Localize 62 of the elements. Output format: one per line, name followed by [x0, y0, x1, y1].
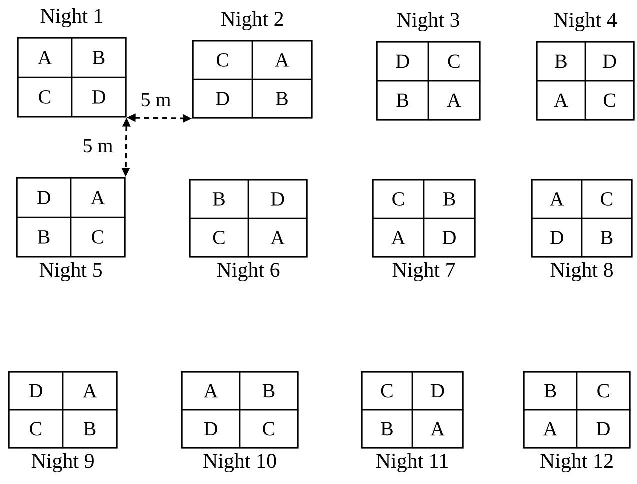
plot-cell: B: [423, 179, 476, 220]
plot-cell: B: [16, 216, 72, 258]
plot-cell: B: [361, 409, 414, 449]
node-label: Night 8: [550, 262, 613, 282]
plot-cell: D: [16, 177, 72, 218]
plot-cell: C: [576, 371, 631, 411]
plot-cell: C: [361, 371, 414, 411]
node-label: Night 7: [392, 262, 456, 282]
plot-cell: D: [71, 76, 127, 118]
plot-cell: B: [376, 80, 430, 121]
plot-cell: D: [412, 371, 464, 411]
plot-cell: A: [17, 37, 73, 78]
plot-cell: B: [536, 41, 586, 82]
plot-cell: C: [70, 216, 126, 258]
plot-cell: A: [523, 409, 578, 449]
plot-cell: C: [239, 409, 299, 449]
node-label: Night 3: [397, 12, 460, 32]
node-label: Night 1: [40, 8, 103, 28]
plot-cell: A: [412, 409, 464, 449]
plot-cell: A: [372, 218, 425, 258]
plot-cell: D: [576, 409, 631, 449]
plot-cell: C: [428, 41, 481, 82]
plot-cell: D: [192, 78, 254, 119]
plot-cell: B: [581, 218, 633, 258]
plot-cell: D: [181, 409, 241, 449]
plot-cell: A: [428, 80, 481, 121]
plot-cell: A: [181, 371, 241, 411]
node-label: Night 2: [221, 11, 284, 31]
plot-cell: B: [252, 78, 313, 119]
node-label: Night 6: [217, 262, 280, 282]
plot-cell: B: [523, 371, 578, 411]
plot-cell: C: [581, 179, 633, 220]
node-label: Night 4: [554, 12, 617, 32]
plot-cell: A: [252, 40, 313, 80]
plot-cell: A: [248, 218, 308, 258]
plot-cell: C: [189, 218, 250, 258]
plot-cell: D: [248, 179, 308, 220]
node-label: Night 9: [32, 453, 94, 473]
node-label: Night 12: [540, 453, 613, 473]
plot-cell: D: [376, 41, 430, 82]
plot-cell: D: [531, 218, 583, 258]
node-label: Night 11: [376, 453, 448, 473]
plot-cell: A: [70, 177, 126, 218]
node-label: Night 5: [40, 262, 102, 282]
node-label: Night 10: [204, 453, 276, 473]
plot-cell: D: [423, 218, 476, 258]
plot-cell: B: [239, 371, 299, 411]
plot-cell: B: [71, 37, 127, 78]
plot-cell: C: [372, 179, 425, 220]
plot-cell: C: [8, 409, 64, 449]
plot-cell: A: [536, 80, 586, 121]
plot-cell: A: [62, 371, 118, 411]
plot-cell: C: [584, 80, 635, 121]
plot-cell: C: [17, 76, 73, 118]
edge-label: 5 m: [140, 92, 172, 108]
plot-cell: D: [584, 41, 635, 82]
plot-cell: A: [531, 179, 583, 220]
plot-cell: D: [8, 371, 64, 411]
plot-cell: B: [189, 179, 250, 220]
edge-label: 5 m: [82, 138, 114, 154]
plot-cell: C: [192, 40, 254, 80]
plot-cell: B: [62, 409, 118, 449]
